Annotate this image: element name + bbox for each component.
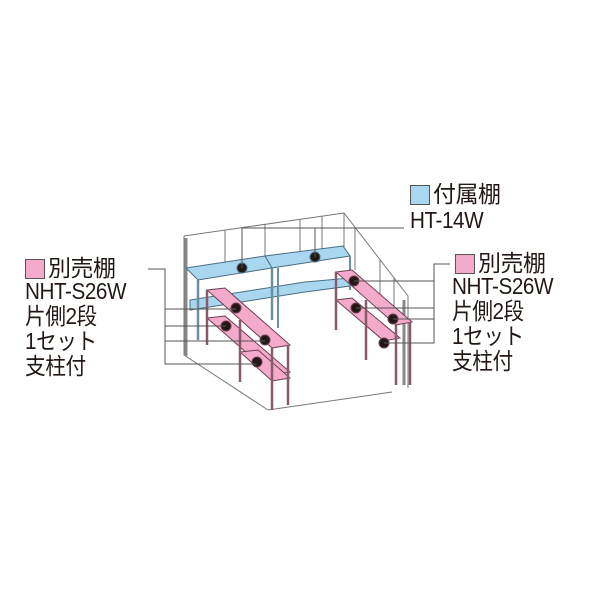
legend-right-title: 別売棚 — [478, 250, 546, 276]
sold-separately-shelf-right — [334, 269, 414, 385]
legend-left-line-set: 1セット — [25, 328, 97, 354]
legend-right-line-set: 1セット — [452, 323, 524, 349]
legend-left-line-post: 支柱付 — [25, 353, 86, 379]
pink-square-icon — [25, 258, 45, 279]
legend-left-line-model: NHT-S26W — [25, 278, 127, 304]
legend-included-shelf: 付属棚 HT-14W — [410, 183, 501, 234]
legend-right-line-sides: 片側2段 — [452, 298, 524, 324]
legend-sold-separately-right: 別売棚 NHT-S26W 片側2段 1セット 支柱付 — [452, 250, 564, 375]
legend-included-model: HT-14W — [410, 207, 484, 233]
legend-left-title: 別売棚 — [48, 255, 116, 281]
legend-right-line-model: NHT-S26W — [452, 273, 554, 299]
pink-square-icon — [455, 253, 475, 274]
sold-separately-shelf-left — [205, 287, 292, 410]
legend-included-title: 付属棚 — [433, 181, 501, 207]
legend-sold-separately-left: 別売棚 NHT-S26W 片側2段 1セット 支柱付 — [25, 257, 137, 380]
leader-lines — [148, 227, 450, 365]
shed-outline — [183, 212, 409, 411]
legend-left-line-sides: 片側2段 — [25, 303, 97, 329]
legend-right-line-post: 支柱付 — [452, 348, 513, 374]
light-blue-square-icon — [410, 184, 430, 205]
